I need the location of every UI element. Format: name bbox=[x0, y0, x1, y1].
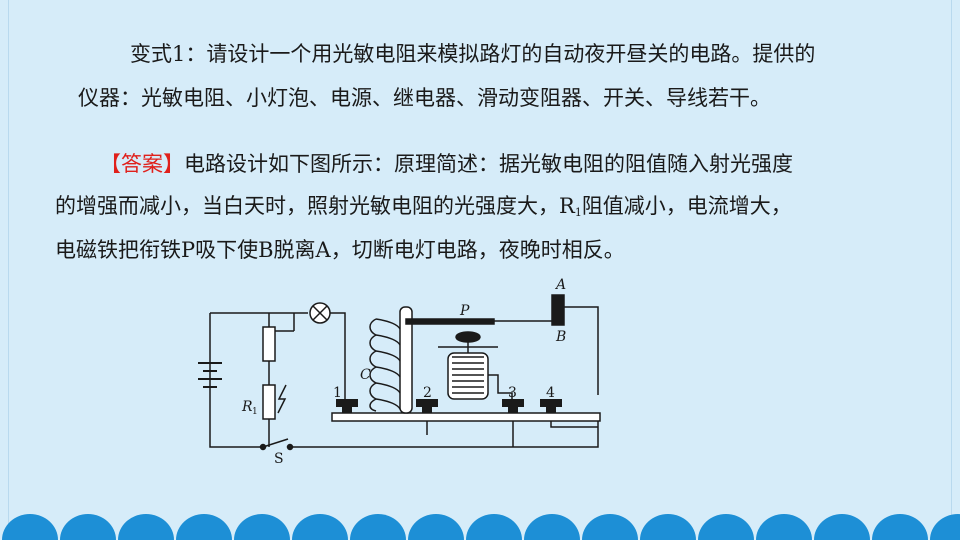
wire-left-loop bbox=[209, 313, 263, 448]
armature-p bbox=[405, 318, 495, 325]
answer-line-3: 电磁铁把衔铁P吸下使B脱离A，切断电灯电路，夜晚时相反。 bbox=[55, 238, 625, 262]
answer-line-2: 的增强而减小，当白天时，照射光敏电阻的光强度大，R1阻值减小，电流增大， bbox=[55, 188, 792, 231]
label-a: A bbox=[554, 277, 566, 293]
wave-decoration bbox=[2, 514, 960, 540]
contact-a-b-icon bbox=[551, 294, 565, 326]
wave-bump bbox=[2, 514, 58, 540]
label-r: R bbox=[241, 399, 253, 415]
wave-bump bbox=[466, 514, 522, 540]
answer-r1-subscript: 1 bbox=[574, 206, 582, 219]
wave-bump bbox=[292, 514, 348, 540]
frame-line-left bbox=[8, 0, 9, 540]
label-r-sub: 1 bbox=[252, 407, 258, 417]
wire-lamp bbox=[330, 312, 346, 405]
switch-icon bbox=[262, 438, 289, 448]
wire-bottom bbox=[290, 415, 599, 448]
frame-line-right bbox=[951, 0, 952, 540]
wave-bump bbox=[350, 514, 406, 540]
wave-bump bbox=[60, 514, 116, 540]
wave-bump bbox=[756, 514, 812, 540]
wave-bump bbox=[814, 514, 870, 540]
wave-bump bbox=[640, 514, 696, 540]
question-line-2: 仪器：光敏电阻、小灯泡、电源、继电器、滑动变阻器、开关、导线若干。 bbox=[78, 86, 771, 110]
wave-bump bbox=[176, 514, 232, 540]
label-p: P bbox=[459, 303, 470, 319]
wave-bump bbox=[872, 514, 928, 540]
rheostat-icon bbox=[262, 326, 276, 362]
label-c: C bbox=[360, 367, 371, 383]
electromagnet-icon bbox=[447, 352, 489, 400]
terminal-2-label: 2 bbox=[423, 385, 432, 401]
relay-circuit-diagram: A B P C R 1 S 1 2 3 4 bbox=[198, 277, 601, 467]
answer-line-1-text: 电路设计如下图所示：原理简述：据光敏电阻的阻值随入射光强度 bbox=[184, 152, 793, 176]
terminals bbox=[336, 399, 562, 413]
wave-bump bbox=[930, 514, 960, 540]
wave-bump bbox=[234, 514, 290, 540]
wave-bump bbox=[582, 514, 638, 540]
terminal-1-label: 1 bbox=[333, 385, 342, 401]
light-arrow-icon bbox=[277, 384, 287, 414]
wave-bump bbox=[524, 514, 580, 540]
wire-electromagnet bbox=[438, 346, 513, 405]
coil-c-icon bbox=[369, 318, 378, 412]
wave-bump bbox=[698, 514, 754, 540]
wave-bump bbox=[118, 514, 174, 540]
answer-line-1: 【答案】电路设计如下图所示：原理简述：据光敏电阻的阻值随入射光强度 bbox=[100, 146, 793, 182]
photoresistor-icon bbox=[262, 384, 276, 420]
answer-line-2-part2: 阻值减小，电流增大， bbox=[581, 194, 792, 218]
question-line-1: 变式1：请设计一个用光敏电阻来模拟路灯的自动夜开昼关的电路。提供的 bbox=[130, 42, 816, 66]
wave-bump bbox=[408, 514, 464, 540]
battery-icon bbox=[198, 362, 222, 388]
terminal-4-label: 4 bbox=[546, 385, 555, 401]
answer-tag: 【答案】 bbox=[100, 152, 184, 176]
terminal-3-label: 3 bbox=[508, 385, 517, 401]
relay-base bbox=[331, 412, 601, 422]
label-s: S bbox=[274, 451, 284, 467]
label-b: B bbox=[555, 329, 566, 345]
wire-right bbox=[564, 306, 599, 395]
answer-line-2-part1: 的增强而减小，当白天时，照射光敏电阻的光强度大，R bbox=[55, 194, 575, 218]
wire-terminals bbox=[426, 421, 598, 447]
